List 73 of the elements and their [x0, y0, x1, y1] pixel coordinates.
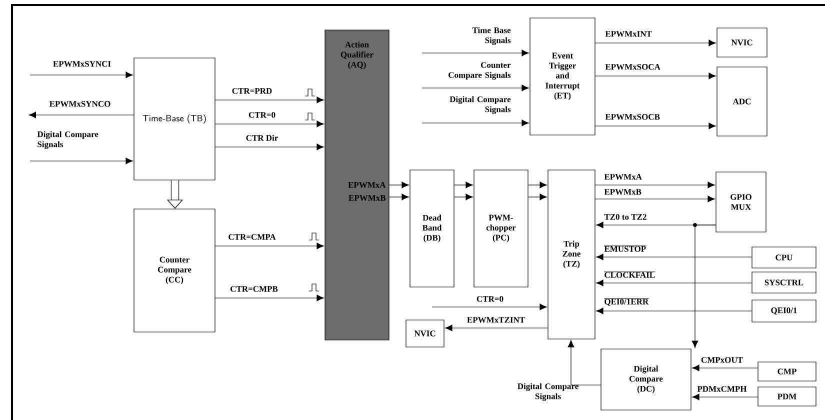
arrow [432, 304, 547, 310]
block-box: CMP [758, 362, 816, 382]
arrow [596, 254, 752, 260]
edge-label: CTR=0 [248, 112, 276, 118]
edge-label: Time Base Signals [472, 27, 511, 45]
edge-label: Counter Compare Signals [448, 62, 511, 80]
arrow [596, 308, 752, 314]
edge-label: Digital Compare Signals [37, 131, 98, 149]
arrow [596, 280, 752, 286]
edge-label: Digital Compare Signals [450, 96, 511, 114]
edge-label: EPWMxSYNCO [49, 101, 110, 107]
edge-label: QEI0/1ERR [604, 298, 650, 306]
edge-label: CTR=0 [476, 296, 504, 302]
edge-label: CTR=CMPB [230, 286, 278, 292]
arrow [595, 122, 716, 130]
arrow [595, 40, 716, 46]
arrow [30, 72, 133, 78]
edge-label: EPWMxSYNCI [53, 61, 111, 67]
arrow [215, 144, 324, 150]
block-box: Counter Compare (CC) [134, 208, 216, 332]
edge-label: EPWMxSOCB [605, 114, 660, 120]
block-box: GPIO MUX [716, 172, 766, 232]
arrow [454, 194, 473, 200]
arrow [445, 324, 548, 332]
arrow [454, 182, 473, 188]
arrow [422, 84, 529, 92]
arrow [595, 182, 715, 188]
arrow [389, 194, 409, 200]
block-box: NVIC [406, 320, 444, 348]
block-box: SYSCTRL [752, 272, 816, 294]
block-box: Digital Compare (DC) [600, 348, 692, 410]
arrow [215, 120, 324, 128]
block-box: Trip Zone (TZ) [548, 170, 596, 340]
edge-label: CTR Dir [246, 134, 278, 141]
edge-label: Digital Compare Signals [518, 383, 578, 401]
arrow [595, 72, 716, 80]
arrow [422, 120, 529, 126]
arrow [692, 364, 758, 372]
arrow [568, 340, 601, 386]
edge-label: EPWMxINT [605, 31, 652, 37]
block-box: QEI0/1 [752, 300, 816, 322]
arrow [389, 182, 409, 188]
edge-label: CTR=CMPA [228, 234, 276, 240]
edge-label: PDMxCMPH [697, 386, 747, 392]
block-box: CPU [752, 246, 816, 268]
edge-label: TZ0 to TZ2 [604, 214, 646, 220]
block-box: Event Trigger and Interrupt (ET) [530, 18, 596, 136]
arrow [28, 112, 134, 118]
arrow [215, 294, 324, 302]
arrow [528, 182, 547, 188]
edge-label: EPWMxA [604, 174, 642, 180]
edge-label: EMUSTOP [604, 246, 647, 252]
arrow [528, 194, 547, 200]
arrow [30, 158, 133, 164]
block-box: ADC [716, 66, 768, 136]
edge-label: EPWMxTZINT [467, 317, 525, 323]
block-box: Time-Base (TB) [134, 58, 216, 180]
edge-label: EPWMxSOCA [605, 64, 660, 70]
arrow [692, 224, 716, 348]
edge-label: CMPxOUT [701, 357, 743, 363]
block-box: Action Qualifier (AQ) EPWMxA EPWMxB [324, 30, 390, 340]
block-box: PWM-chopper (PC) [474, 170, 528, 288]
edge-label: CTR=PRD [232, 88, 272, 94]
arrow [422, 50, 529, 56]
block-box: NVIC [716, 28, 768, 58]
arrow [215, 242, 324, 250]
block-box: Dead Band (DB) [410, 170, 454, 288]
edge-label: CLOCKFAIL [604, 272, 656, 278]
block-box: PDM [758, 386, 816, 406]
arrow [692, 394, 758, 400]
edge-label: EPWMxB [604, 189, 642, 195]
arrow [215, 96, 324, 104]
arrow [595, 196, 715, 202]
